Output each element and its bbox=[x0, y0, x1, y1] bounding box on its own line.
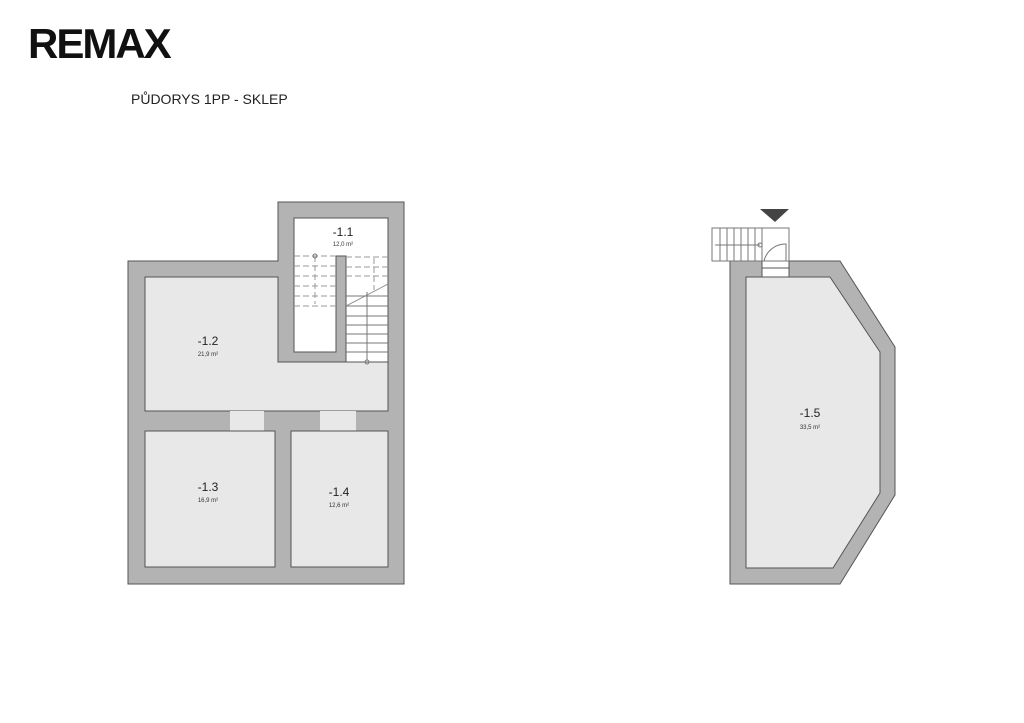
door-opening[interactable] bbox=[320, 411, 356, 431]
room-id: -1.2 bbox=[198, 334, 219, 348]
room-area: 21,9 m² bbox=[198, 352, 218, 358]
room-id: -1.4 bbox=[329, 485, 350, 499]
right-building bbox=[711, 209, 896, 585]
door-opening[interactable] bbox=[230, 411, 264, 431]
room-area: 16,9 m² bbox=[198, 498, 218, 504]
staircase bbox=[294, 253, 389, 365]
room-id: -1.1 bbox=[333, 225, 354, 239]
room-labels: -1.1 12,0 m² -1.2 21,9 m² -1.3 16,9 m² -… bbox=[198, 225, 821, 509]
remax-logo: REMAX bbox=[28, 20, 172, 67]
room-1-5-floor bbox=[745, 276, 881, 569]
left-building bbox=[127, 201, 405, 585]
plan-title: PŮDORYS 1PP - SKLEP bbox=[131, 91, 288, 107]
entrance-door[interactable] bbox=[761, 260, 790, 278]
room-1-4-floor bbox=[290, 430, 389, 568]
room-1-2-floor bbox=[144, 276, 389, 412]
room-area: 12,0 m² bbox=[333, 242, 353, 248]
room-id: -1.5 bbox=[800, 406, 821, 420]
entrance-marker-icon bbox=[760, 209, 789, 222]
room-area: 33,5 m² bbox=[800, 425, 820, 431]
stair-core-wall bbox=[278, 256, 346, 362]
room-1-3-floor bbox=[144, 430, 276, 568]
exterior-stairs bbox=[711, 227, 790, 262]
room-area: 12,6 m² bbox=[329, 503, 349, 509]
room-id: -1.3 bbox=[198, 480, 219, 494]
